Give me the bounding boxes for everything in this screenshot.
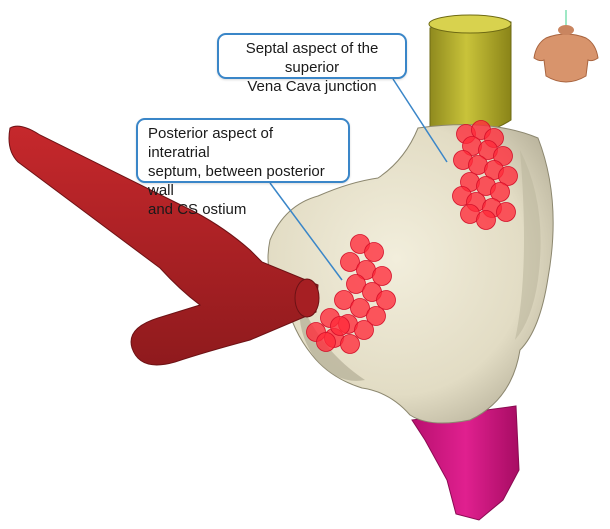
callout-svc-line-1: Septal aspect of the superior xyxy=(229,39,395,77)
ias-ablation-point xyxy=(373,267,392,286)
ias-ablation-point xyxy=(341,335,360,354)
torso-orientation-icon xyxy=(534,10,598,82)
callout-svc-line-2: Vena Cava junction xyxy=(229,77,395,96)
callout-svc-junction: Septal aspect of the superior Vena Cava … xyxy=(217,33,407,79)
coronary-sinus-ostium xyxy=(295,279,319,317)
ias-ablation-point xyxy=(317,333,336,352)
callout-interatrial-septum: Posterior aspect of interatrial septum, … xyxy=(136,118,350,183)
callout-ias-line-3: and CS ostium xyxy=(148,200,338,219)
callout-ias-line-2: septum, between posterior wall xyxy=(148,162,338,200)
svc-ablation-point xyxy=(477,211,496,230)
ias-ablation-point xyxy=(355,321,374,340)
svc-ablation-point xyxy=(497,203,516,222)
callout-ias-line-1: Posterior aspect of interatrial xyxy=(148,124,338,162)
svc-opening xyxy=(429,15,511,33)
ias-ablation-point xyxy=(377,291,396,310)
inferior-vena-cava xyxy=(412,406,519,520)
ias-ablation-point xyxy=(365,243,384,262)
superior-vena-cava xyxy=(430,18,511,138)
ias-ablation-point xyxy=(331,317,350,336)
